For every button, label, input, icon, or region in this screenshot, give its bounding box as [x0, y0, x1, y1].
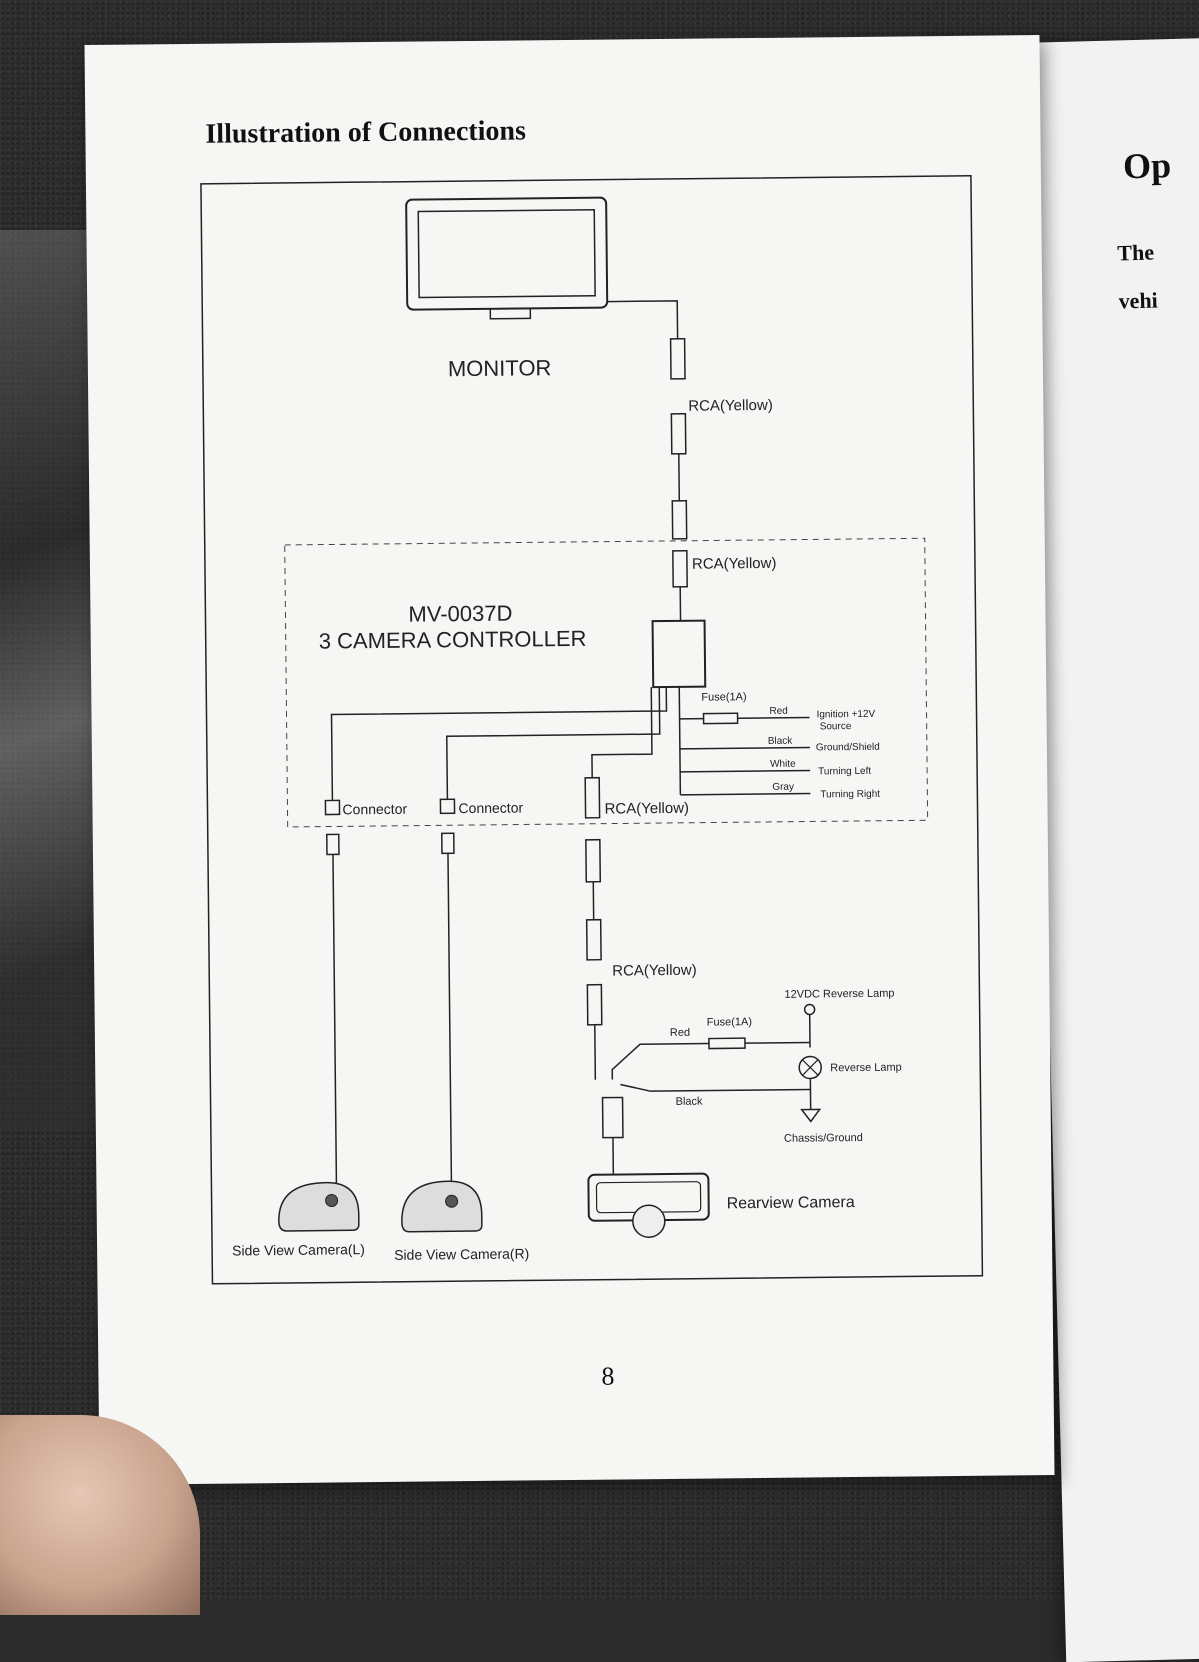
reverse-lamp-12v-label: 12VDC Reverse Lamp	[784, 988, 894, 1001]
reverse-lamp-label: Reverse Lamp	[830, 1062, 902, 1075]
rca-plug-icon	[587, 985, 601, 1025]
wire-gray-label: Gray	[772, 782, 794, 793]
rca-yellow-label-4: RCA(Yellow)	[612, 962, 697, 980]
rca-plug-icon	[671, 339, 685, 379]
wire-red-label: Red	[769, 706, 787, 717]
page-number: 8	[601, 1362, 614, 1392]
ignition-source-label: Source	[820, 721, 852, 732]
wire-white-label: White	[770, 759, 796, 770]
fuse-icon	[709, 1038, 745, 1048]
turning-left-label: Turning Left	[818, 766, 871, 778]
controller-model: MV-0037D	[408, 601, 512, 627]
connector-label-1: Connector	[342, 801, 407, 818]
side-camera-right-label: Side View Camera(R)	[394, 1245, 529, 1262]
connection-diagram: MONITOR RCA(Yellow) RCA(Yellow) MV-0037D…	[84, 35, 1053, 1345]
next-page-line-2: vehi	[1118, 287, 1158, 314]
rca-plug-icon	[585, 778, 599, 818]
connector-plug-icon	[442, 833, 454, 853]
chassis-ground-label: Chassis/Ground	[784, 1132, 863, 1145]
next-page-line-1: The	[1117, 240, 1154, 267]
rca-plug-icon	[673, 551, 687, 587]
fuse-icon	[704, 713, 738, 723]
rca-yellow-label-3: RCA(Yellow)	[604, 800, 689, 818]
rca-plug-icon	[587, 920, 601, 960]
ground-icon	[802, 1109, 820, 1121]
wire-black-label: Black	[768, 736, 794, 747]
controller-region	[285, 538, 928, 827]
fuse-label-1: Fuse(1A)	[701, 691, 746, 703]
rearview-camera-icon	[588, 1174, 709, 1238]
rca-yellow-label-2: RCA(Yellow)	[692, 555, 777, 573]
connector-icon	[325, 800, 339, 814]
diagram-frame	[201, 176, 982, 1284]
controller-box	[653, 621, 706, 688]
rca-plug-icon	[671, 414, 685, 454]
rca-plug-icon	[672, 501, 686, 539]
manual-page: Illustration of Connections MONITOR RCA(…	[84, 35, 1054, 1485]
side-camera-right-icon	[401, 1181, 482, 1232]
ground-shield-label: Ground/Shield	[816, 742, 880, 754]
rca-yellow-label-1: RCA(Yellow)	[688, 397, 773, 415]
next-page-heading: Op	[1123, 144, 1172, 187]
side-camera-left-label: Side View Camera(L)	[232, 1241, 365, 1258]
connector-label-2: Connector	[458, 799, 523, 816]
wire-red-label-2: Red	[670, 1027, 690, 1039]
connector-plug-icon	[327, 834, 339, 854]
wire-black-label-2: Black	[676, 1096, 704, 1108]
rearview-camera-label: Rearview Camera	[727, 1194, 855, 1212]
turning-right-label: Turning Right	[820, 789, 880, 801]
terminal-icon	[805, 1004, 815, 1014]
ignition-label: Ignition +12V	[816, 709, 875, 721]
monitor-label: MONITOR	[448, 355, 552, 381]
connector-icon	[440, 799, 454, 813]
cable-junction-icon	[603, 1097, 623, 1137]
fuse-label-2: Fuse(1A)	[707, 1016, 752, 1028]
controller-name: 3 CAMERA CONTROLLER	[319, 626, 587, 654]
monitor-icon	[406, 198, 607, 320]
rca-plug-icon	[586, 840, 600, 882]
side-camera-left-icon	[278, 1182, 358, 1231]
